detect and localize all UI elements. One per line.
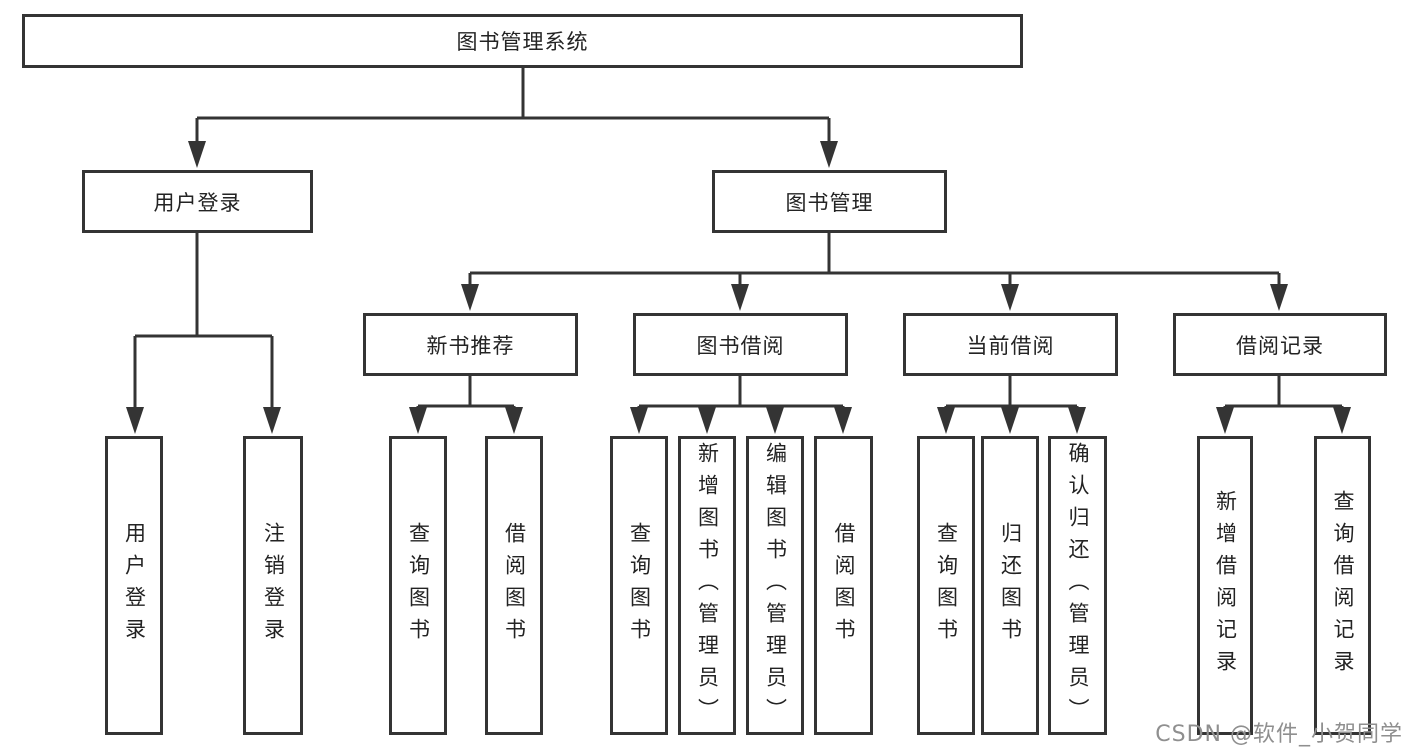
node-label: 用户登录: [122, 521, 147, 650]
node-label: 图书借阅: [696, 333, 785, 358]
node-label: 查询图书: [406, 521, 431, 650]
leaf-confirm-return-admin: 确认归还（管理员）: [1048, 436, 1107, 735]
node-current-borrowing: 当前借阅: [903, 313, 1118, 376]
node-label: 新书推荐: [426, 333, 515, 358]
node-label: 当前借阅: [966, 333, 1055, 358]
leaf-logout: 注销登录: [243, 436, 303, 735]
node-label: 查询图书: [627, 521, 652, 650]
node-label: 新增图书（管理员）: [695, 441, 720, 730]
leaf-user-login: 用户登录: [105, 436, 163, 735]
node-label: 注销登录: [261, 521, 286, 650]
leaf-borrow-books-borrowing: 借阅图书: [814, 436, 873, 735]
leaf-borrow-books-recommend: 借阅图书: [485, 436, 543, 735]
leaf-query-books-current: 查询图书: [917, 436, 975, 735]
node-borrowing-records: 借阅记录: [1173, 313, 1387, 376]
leaf-add-book-admin: 新增图书（管理员）: [678, 436, 736, 735]
node-label: 编辑图书（管理员）: [763, 441, 788, 730]
node-library-system: 图书管理系统: [22, 14, 1023, 68]
leaf-query-borrowing-record: 查询借阅记录: [1314, 436, 1371, 735]
node-label: 确认归还（管理员）: [1066, 441, 1090, 730]
node-label: 查询图书: [934, 521, 959, 650]
node-label: 新增借阅记录: [1213, 489, 1238, 682]
node-label: 借阅图书: [832, 521, 856, 650]
leaf-return-books: 归还图书: [981, 436, 1039, 735]
node-new-book-recommendation: 新书推荐: [363, 313, 578, 376]
node-label: 用户登录: [153, 190, 242, 215]
csdn-watermark: CSDN @软件_小贺同学: [1155, 722, 1403, 747]
leaf-query-books-borrowing: 查询图书: [610, 436, 668, 735]
node-label: 查询借阅记录: [1331, 489, 1355, 682]
node-book-borrowing: 图书借阅: [633, 313, 848, 376]
node-label: 借阅记录: [1236, 333, 1324, 358]
leaf-query-books-recommend: 查询图书: [389, 436, 447, 735]
node-user-login: 用户登录: [82, 170, 313, 233]
node-label: 图书管理: [785, 190, 874, 215]
node-label: 归还图书: [998, 521, 1023, 650]
leaf-add-borrowing-record: 新增借阅记录: [1197, 436, 1253, 735]
node-label: 图书管理系统: [456, 30, 589, 54]
leaf-edit-book-admin: 编辑图书（管理员）: [746, 436, 804, 735]
node-label: 借阅图书: [502, 521, 527, 650]
node-book-management: 图书管理: [712, 170, 947, 233]
